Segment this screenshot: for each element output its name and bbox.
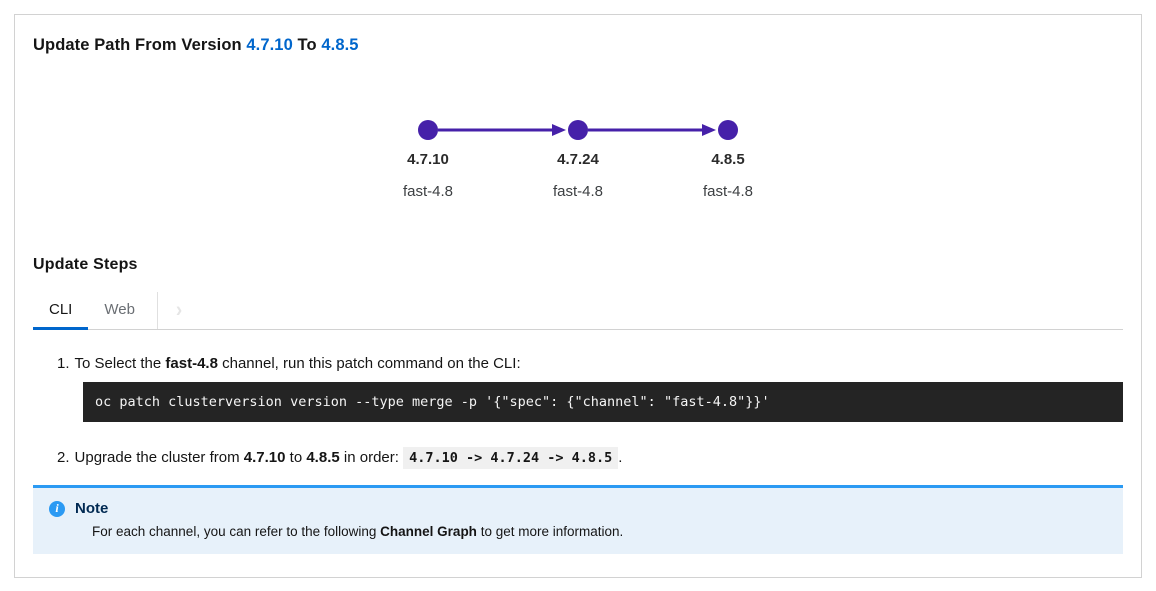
step-2-to-version: 4.8.5 [306,449,340,466]
step-item-1: 1.To Select the fast-4.8 channel, run th… [57,354,1123,422]
graph-node-version: 4.7.24 [557,151,599,168]
tabs-scroll-right-button[interactable]: › [158,292,200,329]
graph-node-version: 4.8.5 [711,151,745,168]
graph-version-labels: 4.7.10 4.7.24 4.8.5 [407,151,745,170]
step-1-text-post: channel, run this patch command on the C… [217,355,521,372]
tabs-divider [156,292,158,329]
update-path-graph: 4.7.10 4.7.24 4.8.5 fast-4.8 fast-4.8 fa… [403,117,753,202]
tab-cli[interactable]: CLI [33,292,89,330]
graph-node-channel: fast-4.8 [702,183,754,200]
note-text-pre: For each channel, you can refer to the f… [92,524,381,539]
note-description: For each channel, you can refer to the f… [92,523,1107,540]
step-number: 1. [57,355,70,372]
step-number: 2. [57,449,70,466]
graph-node-version: 4.7.10 [407,151,449,168]
page-title: Update Path From Version 4.7.10 To 4.8.5 [33,35,1123,56]
patch-command-code-block: oc patch clusterversion version --type m… [83,382,1123,422]
note-header: Note [49,500,1107,517]
step-2-text-p4: . [618,449,623,466]
update-steps-tabs: CLI Web › [33,292,1123,330]
step-2-text-p2: to [285,449,307,466]
step-2-from-version: 4.7.10 [243,449,286,466]
info-icon [49,500,65,517]
step-2-text-p1: Upgrade the cluster from [74,449,244,466]
note-channel-graph-label: Channel Graph [380,524,477,539]
note-alert: Note For each channel, you can refer to … [33,485,1123,554]
step-1-text-pre: To Select the [74,355,166,372]
step-item-2: 2.Upgrade the cluster from 4.7.10 to 4.8… [57,447,1123,469]
note-title: Note [75,500,109,517]
patch-command-text: oc patch clusterversion version --type m… [95,394,770,410]
chevron-right-icon: › [175,298,183,323]
arrow-right-icon [552,124,566,136]
page-title-prefix: Update Path From Version [33,36,247,54]
graph-node-circle-icon [568,120,588,140]
graph-node-circle-icon [718,120,738,140]
note-text-post: to get more information. [476,524,624,539]
update-steps-heading: Update Steps [33,256,138,273]
graph-node-channel: fast-4.8 [552,183,604,200]
to-version-link[interactable]: 4.8.5 [321,36,359,54]
update-path-panel: Update Path From Version 4.7.10 To 4.8.5… [14,14,1142,578]
step-2-text: 2.Upgrade the cluster from 4.7.10 to 4.8… [57,447,1123,469]
upgrade-order-inline-code: 4.7.10 -> 4.7.24 -> 4.8.5 [403,447,619,469]
graph-node-channel: fast-4.8 [402,183,454,200]
update-steps-list: 1.To Select the fast-4.8 channel, run th… [33,354,1123,469]
update-path-graph-edges [418,120,738,140]
tab-web[interactable]: Web [88,292,151,329]
page-title-connector: To [292,36,322,54]
graph-channel-labels: fast-4.8 fast-4.8 fast-4.8 [403,183,753,202]
arrow-right-icon [702,124,716,136]
step-2-text-p3: in order: [339,449,404,466]
step-1-text: 1.To Select the fast-4.8 channel, run th… [57,354,1123,373]
from-version-link[interactable]: 4.7.10 [246,36,293,54]
step-1-channel-name: fast-4.8 [165,355,218,372]
graph-node-circle-icon [418,120,438,140]
